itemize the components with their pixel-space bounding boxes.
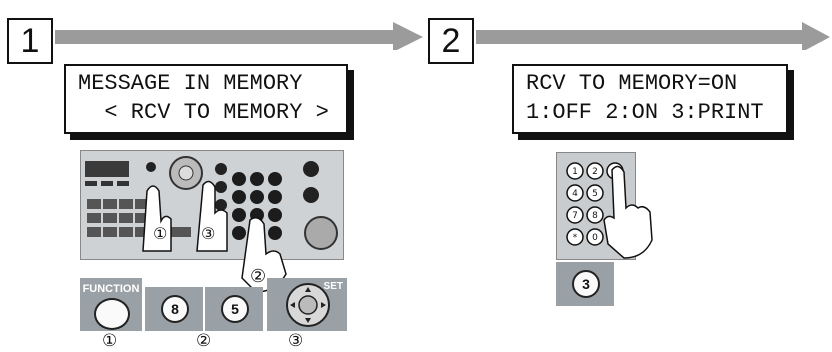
lcd-line-1: MESSAGE IN MEMORY (78, 71, 303, 96)
hand-pointer-icon (603, 165, 653, 259)
callout-2: ② (196, 331, 212, 351)
svg-text:③: ③ (201, 224, 215, 243)
control-panel-illustration: ① ③ (80, 150, 344, 260)
key-3-button[interactable]: 3 (572, 270, 600, 298)
key-3-tile: 3 (556, 262, 614, 306)
lcd-line-1: RCV TO MEMORY=ON (526, 71, 738, 96)
navigation-dial-icon[interactable] (285, 282, 331, 328)
svg-text:1: 1 (572, 167, 578, 177)
svg-text:7: 7 (572, 211, 578, 221)
svg-text:0: 0 (592, 233, 598, 243)
function-button-tile: FUNCTION (80, 278, 142, 331)
function-button[interactable] (94, 298, 130, 330)
key-8-button[interactable]: 8 (161, 295, 189, 323)
lcd-line-2: < RCV TO MEMORY > (78, 100, 329, 125)
svg-text:8: 8 (592, 211, 598, 221)
svg-text:2: 2 (592, 167, 598, 177)
key-5-tile: 5 (205, 287, 263, 331)
key-8-tile: 8 (145, 287, 203, 331)
lcd-line-2: 1:OFF 2:ON 3:PRINT (526, 100, 764, 125)
step-1-arrow (55, 22, 423, 50)
set-button-label: SET (323, 281, 343, 292)
panel-details: ① ③ (85, 156, 338, 252)
callout-3: ③ (288, 331, 304, 351)
step-1-lcd-display: MESSAGE IN MEMORY < RCV TO MEMORY > (64, 64, 348, 134)
step-2-number: 2 (428, 18, 474, 64)
function-button-label: FUNCTION (82, 283, 140, 295)
svg-text:②: ② (250, 266, 266, 287)
step-2-arrow (476, 22, 830, 50)
key-5-button[interactable]: 5 (221, 295, 249, 323)
svg-text:5: 5 (592, 189, 598, 199)
step-2-lcd-display: RCV TO MEMORY=ON 1:OFF 2:ON 3:PRINT (512, 64, 788, 134)
step-1-number: 1 (7, 18, 53, 64)
set-button-tile: SET (267, 278, 347, 331)
svg-text:4: 4 (572, 189, 578, 199)
svg-text:①: ① (153, 224, 167, 243)
svg-text:*: * (573, 233, 578, 243)
callout-1: ① (102, 331, 118, 351)
